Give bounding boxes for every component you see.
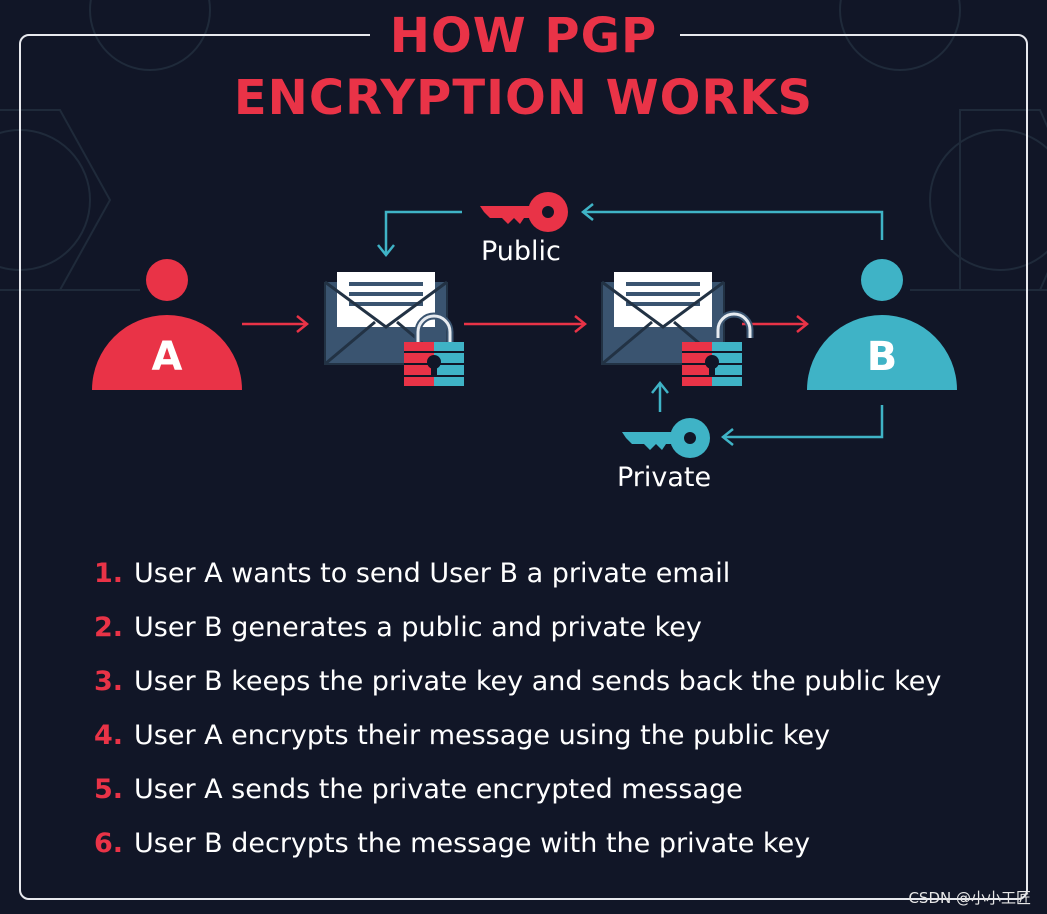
step-text: User B keeps the private key and sends b… bbox=[134, 665, 942, 697]
title-line-1: HOW PGP bbox=[389, 8, 658, 64]
user-b-icon bbox=[807, 259, 957, 390]
public-key-label: Public bbox=[481, 236, 561, 267]
step-number: 6. bbox=[94, 827, 124, 859]
public-key-icon bbox=[480, 192, 568, 232]
list-item: 5. User A sends the private encrypted mes… bbox=[94, 762, 941, 816]
padlock-unlocked-icon bbox=[682, 310, 754, 386]
list-item: 4. User A encrypts their message using th… bbox=[94, 708, 941, 762]
list-item: 1. User A wants to send User B a private … bbox=[94, 546, 941, 600]
watermark: CSDN @小小工匠 bbox=[908, 889, 1031, 907]
step-number: 4. bbox=[94, 719, 124, 751]
user-a-letter: A bbox=[152, 334, 183, 380]
title-backdrop bbox=[370, 6, 680, 66]
step-number: 3. bbox=[94, 665, 124, 697]
steps-list: 1. User A wants to send User B a private … bbox=[94, 546, 941, 870]
private-key-icon bbox=[622, 418, 710, 458]
step-number: 1. bbox=[94, 557, 124, 589]
user-a-icon bbox=[92, 259, 242, 390]
padlock-locked-icon bbox=[404, 312, 464, 386]
step-number: 2. bbox=[94, 611, 124, 643]
private-key-label: Private bbox=[617, 462, 712, 493]
list-item: 6. User B decrypts the message with the p… bbox=[94, 816, 941, 870]
step-text: User A wants to send User B a private em… bbox=[134, 557, 731, 589]
step-number: 5. bbox=[94, 773, 124, 805]
step-text: User A encrypts their message using the … bbox=[134, 719, 831, 751]
list-item: 2. User B generates a public and private … bbox=[94, 600, 941, 654]
user-b-letter: B bbox=[867, 334, 898, 380]
title-line-2: ENCRYPTION WORKS bbox=[233, 70, 814, 126]
step-text: User B decrypts the message with the pri… bbox=[134, 827, 811, 859]
step-text: User B generates a public and private ke… bbox=[134, 611, 702, 643]
list-item: 3. User B keeps the private key and sends… bbox=[94, 654, 941, 708]
step-text: User A sends the private encrypted messa… bbox=[134, 773, 743, 805]
